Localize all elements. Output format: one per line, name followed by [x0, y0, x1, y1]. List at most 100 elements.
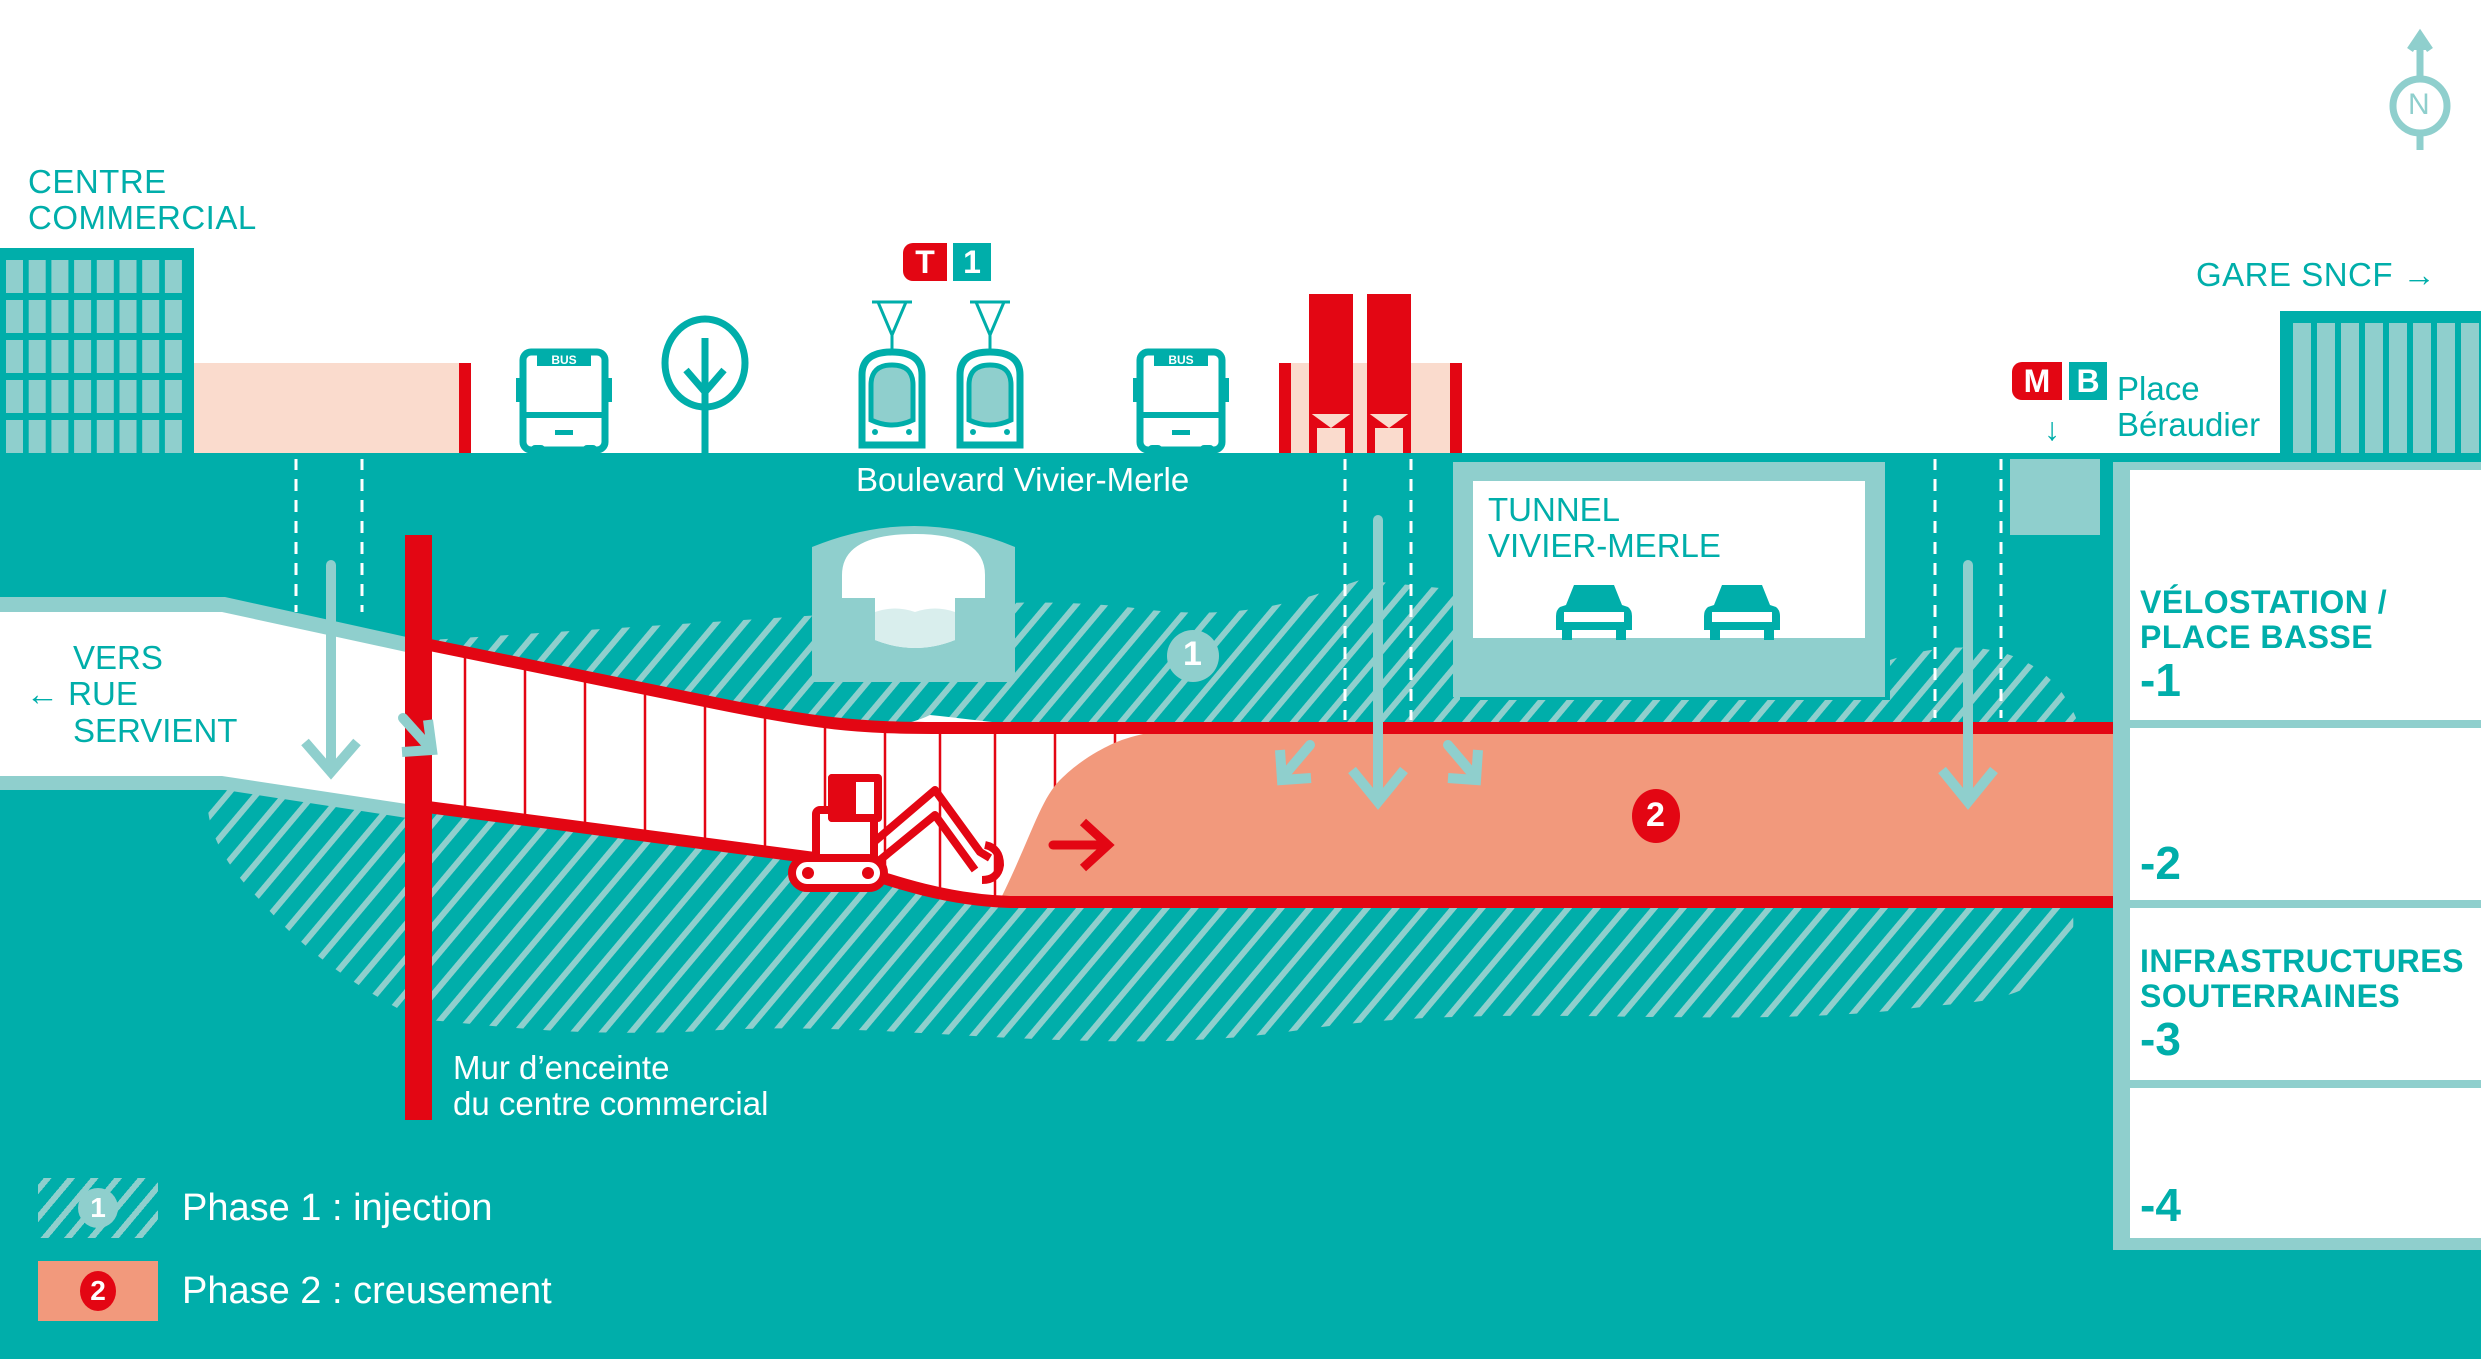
tram-light: [1004, 429, 1010, 435]
legend-item-phase2: 2 Phase 2 : creusement: [38, 1261, 552, 1321]
building-window: [74, 260, 92, 293]
bus-sign-label: BUS: [551, 353, 576, 367]
building-window: [164, 420, 182, 453]
ground-line: [0, 453, 2481, 459]
level-box-3: [2130, 908, 2481, 1080]
building-window: [96, 260, 114, 293]
station-window: [2437, 323, 2455, 455]
bus-icon: BUS: [1133, 348, 1229, 455]
level-3-name-line1: INFRASTRUCTURES: [2140, 943, 2464, 979]
building-window: [119, 340, 137, 373]
bus-wheel: [583, 445, 597, 455]
tram-windscreen: [868, 362, 916, 428]
building-window: [142, 260, 160, 293]
metro-entrance: [2010, 455, 2106, 535]
station-window: [2293, 323, 2311, 455]
bus-wheel: [1148, 445, 1162, 455]
legend-label-phase2: Phase 2 : creusement: [182, 1269, 552, 1312]
station-window: [2461, 323, 2479, 455]
car-icon: [1704, 585, 1780, 640]
building-window: [28, 420, 46, 453]
building-window: [6, 420, 23, 453]
tunnel-vivier-merle-label: TUNNEL VIVIER-MERLE: [1488, 491, 1721, 565]
tram-icon: [956, 300, 1024, 449]
arrow-left-icon: ←: [26, 675, 59, 713]
building-window: [6, 380, 23, 413]
building-window: [96, 380, 114, 413]
wall-label-line1: Mur d’enceinte: [453, 1049, 670, 1086]
station-window: [2341, 323, 2359, 455]
station-window: [2389, 323, 2407, 455]
shopping-centre-label: CENTRE COMMERCIAL: [28, 163, 257, 237]
bus-mirror: [1133, 378, 1140, 402]
servient-label-line1: VERS: [73, 639, 163, 676]
tunnel-label-line1: TUNNEL: [1488, 491, 1621, 528]
level-4: -4: [2140, 1180, 2181, 1231]
phase2-marker-number: 2: [1646, 796, 1665, 834]
building-window: [28, 380, 46, 413]
building-window: [119, 260, 137, 293]
building-window: [164, 300, 182, 333]
enclosure-wall: [405, 535, 432, 1120]
arrow-right-icon: →: [2402, 256, 2437, 293]
bus-mirror: [516, 378, 523, 402]
tram-pantograph: [876, 301, 908, 339]
legend-marker-1: 1: [78, 1188, 118, 1228]
building-window: [51, 300, 69, 333]
north-arrow-icon: [2389, 28, 2451, 150]
car-icon: [1556, 585, 1632, 640]
building-window: [119, 420, 137, 453]
wall-label-line2: du centre commercial: [453, 1085, 769, 1123]
tunnel-vivier-merle-inner: [1473, 481, 1865, 638]
tree-icon: [661, 315, 749, 455]
building-window: [28, 340, 46, 373]
building-window: [51, 380, 69, 413]
phase1-marker-number: 1: [1183, 635, 1202, 673]
building-window: [96, 300, 114, 333]
tram-light: [970, 429, 976, 435]
level-2: -2: [2140, 838, 2181, 889]
place-beraudier-label: Place Béraudier: [2117, 370, 2261, 444]
building-window: [74, 420, 92, 453]
station-window: [2365, 323, 2383, 455]
building-window: [51, 420, 69, 453]
tram-light: [872, 429, 878, 435]
bus-sign: [537, 352, 591, 366]
building-window: [74, 340, 92, 373]
building-window: [28, 300, 46, 333]
excavated-section: [420, 643, 1180, 900]
metro-letter: M: [2023, 362, 2051, 399]
place-label-line2: Béraudier: [2117, 406, 2261, 444]
building-window: [119, 380, 137, 413]
level-4-number: -4: [2140, 1179, 2181, 1231]
phase2-excavation-zone: [1000, 728, 2115, 900]
legend-swatch-salmon: 2: [38, 1261, 158, 1321]
train-station-label: GARE SNCF →: [2196, 256, 2437, 293]
building-window: [164, 380, 182, 413]
metro-line-letter: B: [2076, 362, 2100, 399]
level-box-2: [2130, 728, 2481, 900]
legend: 1 Phase 1 : injection 2 Phase 2 : creuse…: [38, 1178, 552, 1321]
building-window: [119, 300, 137, 333]
building-windows: [6, 260, 182, 453]
legend-item-phase1: 1 Phase 1 : injection: [38, 1178, 552, 1238]
building-window: [74, 380, 92, 413]
north-label: N: [2408, 88, 2430, 121]
phase1-marker: [1167, 630, 1219, 682]
injection-arrows: [301, 515, 1998, 810]
train-station-label-text: GARE SNCF: [2196, 256, 2394, 293]
building-window: [6, 340, 23, 373]
building-window: [142, 340, 160, 373]
building-window: [142, 380, 160, 413]
servient-label-line2: RUE: [68, 675, 138, 713]
building-window: [164, 340, 182, 373]
level-1-name-line1: VÉLOSTATION /: [2140, 584, 2388, 620]
tram-light: [906, 429, 912, 435]
silo-structure: [1279, 294, 1462, 455]
level-3-number: -3: [2140, 1013, 2181, 1066]
building-window: [96, 420, 114, 453]
legend-swatch-hatched: 1: [38, 1178, 158, 1238]
level-1-name-line2: PLACE BASSE: [2140, 619, 2374, 656]
building-window: [142, 420, 160, 453]
level-2-number: -2: [2140, 837, 2181, 889]
